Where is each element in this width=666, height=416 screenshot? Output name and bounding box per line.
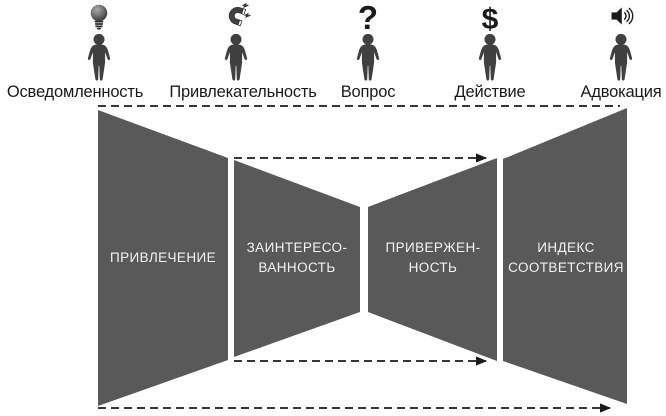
dollar-sign-icon: $ [482, 3, 499, 36]
person-icon-question [356, 33, 380, 81]
funnel-segment-shape-1 [98, 110, 228, 406]
segment-label-line: СООТВЕТСТВИЯ [508, 260, 624, 275]
question-mark-icon: ? [358, 0, 378, 36]
stage-label-advocacy: Адвокация [580, 83, 662, 101]
funnel-segment-label-2: ЗАИНТЕРЕСО- ВАННОСТЬ [247, 238, 348, 278]
stage-label-action: Действие [454, 83, 526, 101]
speaker-icon [611, 7, 634, 25]
person-icon-attractiveness [224, 33, 248, 81]
funnel-segment-label-4: ИНДЕКС СООТВЕТСТВИЯ [508, 238, 624, 278]
funnel-segment-label-3: ПРИВЕРЖЕН- НОСТЬ [386, 238, 481, 278]
segment-label-line: ИНДЕКС [537, 240, 595, 255]
spark-lines [242, 3, 251, 18]
segment-label-line: ВАННОСТЬ [258, 260, 336, 275]
lightbulb-icon [90, 4, 108, 30]
funnel-segment-label-1: ПРИВЛЕЧЕНИЕ [110, 248, 216, 268]
funnel-segment-shape-2 [234, 160, 360, 357]
person-icon-awareness [87, 33, 111, 81]
person-icon-action [478, 33, 502, 81]
segment-label-line: ЗАИНТЕРЕСО- [246, 240, 348, 255]
funnel-segment-shape-3 [368, 158, 497, 361]
stage-label-awareness: Осведомленность [6, 83, 144, 101]
person-icon-advocacy [609, 33, 633, 81]
magnet-icon [228, 3, 251, 27]
segment-label-line: НОСТЬ [408, 260, 458, 275]
segment-label-line: ПРИВЕРЖЕН- [385, 240, 481, 255]
segment-label-line: ПРИВЛЕЧЕНИЕ [110, 250, 216, 265]
stage-label-question: Вопрос [340, 83, 396, 101]
funnel-segment-shape-4 [503, 108, 627, 404]
stage-label-attractiveness: Привлекательность [169, 83, 317, 101]
